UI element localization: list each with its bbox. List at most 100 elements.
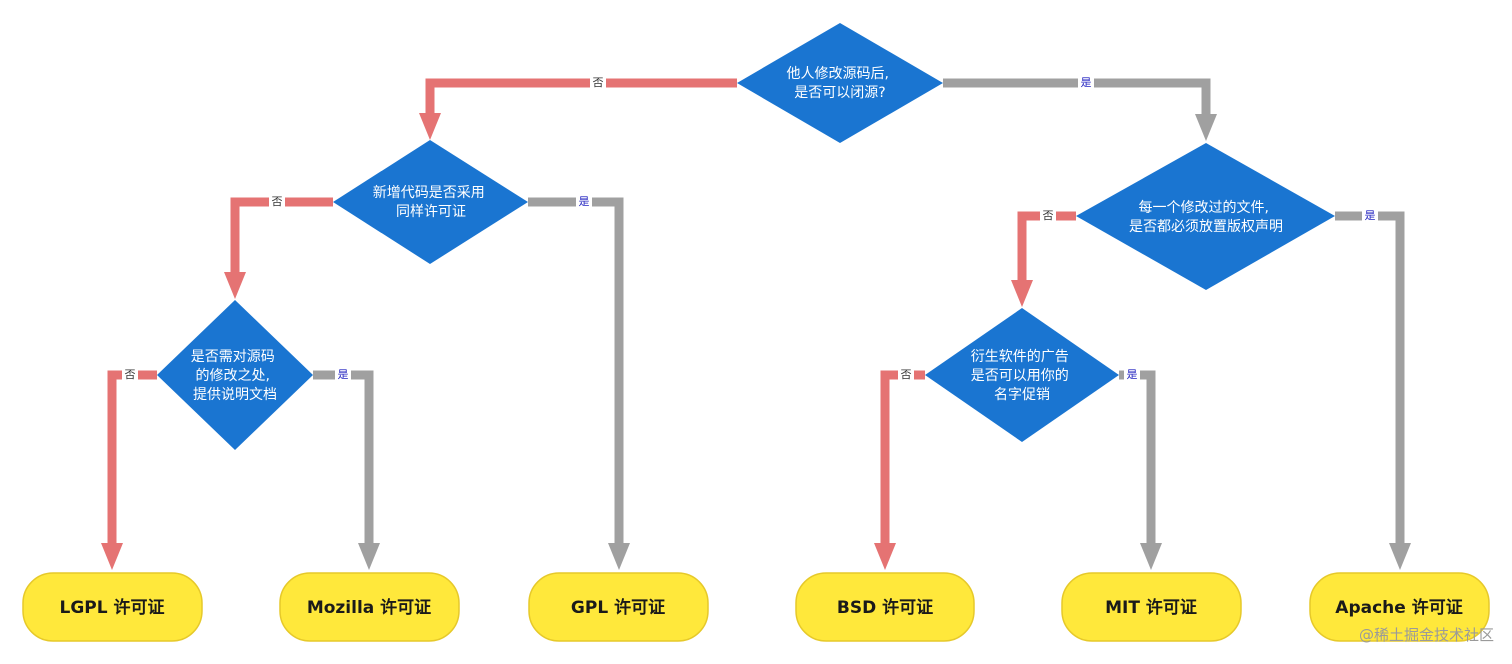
license-apache-label: Apache 许可证 <box>1335 597 1462 618</box>
decision-change-docs-line-3: 提供说明文档 <box>193 387 277 403</box>
watermark: @稀土掘金技术社区 <box>1359 626 1494 644</box>
edge-q3-no-label: 否 <box>1043 209 1054 222</box>
edge-q1-no-arrow <box>419 113 441 140</box>
edge-q3-yes-arrow <box>1389 543 1411 570</box>
edge-q2-no-arrow <box>224 272 246 299</box>
decision-closed-source[interactable]: 他人修改源码后, 是否可以闭源? <box>737 23 943 143</box>
edge-q1-yes: 是 <box>943 75 1217 141</box>
edge-q3-no: 否 <box>1011 208 1076 307</box>
edge-q1-yes-arrow <box>1195 114 1217 141</box>
license-mit-shape <box>1061 572 1242 642</box>
decision-copyright-notice-line-2: 是否都必须放置版权声明 <box>1129 219 1283 235</box>
edge-q5-yes-label-bg <box>1124 367 1140 381</box>
edge-q5-yes-label: 是 <box>1127 368 1138 381</box>
edge-q3-no-line <box>1017 211 1076 284</box>
edge-q5-no: 否 <box>874 367 925 570</box>
decision-same-license-line-1: 新增代码是否采用 <box>373 185 485 201</box>
edge-q2-yes-label-bg <box>576 194 592 208</box>
license-gpl-label: GPL 许可证 <box>571 597 665 618</box>
license-gpl-shape <box>528 572 709 642</box>
decision-name-promotion-line-3: 名字促销 <box>994 387 1050 403</box>
decision-same-license-shape <box>333 140 528 264</box>
license-gpl[interactable]: GPL 许可证 <box>528 572 709 642</box>
edge-q5-no-arrow <box>874 543 896 570</box>
edge-q5-no-line <box>880 370 925 547</box>
edge-q4-yes-label: 是 <box>338 368 349 381</box>
edge-q2-yes-arrow <box>608 543 630 570</box>
edge-q2-yes: 是 <box>528 194 630 570</box>
edge-q3-yes-label: 是 <box>1365 209 1376 222</box>
license-bsd[interactable]: BSD 许可证 <box>795 572 975 642</box>
edges: 否 是 否 是 否 <box>101 75 1411 570</box>
license-apache[interactable]: Apache 许可证 <box>1309 572 1490 642</box>
license-nodes: LGPL 许可证 Mozilla 许可证 GPL 许可证 BSD 许可证 MIT… <box>22 572 1490 642</box>
edge-q1-yes-label-bg <box>1078 75 1094 89</box>
decision-change-docs-line-1: 是否需对源码 <box>191 349 275 365</box>
decision-copyright-notice-text: 每一个修改过的文件, 是否都必须放置版权声明 <box>1129 200 1283 235</box>
license-mozilla-shape <box>279 572 460 642</box>
edge-q5-no-label-bg <box>898 367 914 381</box>
decision-name-promotion-line-2: 是否可以用你的 <box>971 368 1069 384</box>
edge-q4-no: 否 <box>101 367 157 570</box>
decision-change-docs-shape <box>157 300 313 450</box>
edge-q4-yes-line <box>313 370 374 547</box>
license-lgpl-label: LGPL 许可证 <box>60 597 165 618</box>
license-mit[interactable]: MIT 许可证 <box>1061 572 1242 642</box>
decision-change-docs[interactable]: 是否需对源码 的修改之处, 提供说明文档 <box>157 300 313 450</box>
decision-same-license-text: 新增代码是否采用 同样许可证 <box>373 185 489 220</box>
edge-q2-yes-label: 是 <box>579 195 590 208</box>
decision-name-promotion-line-1: 衍生软件的广告 <box>971 349 1069 365</box>
decision-closed-source-shape <box>737 23 943 143</box>
decision-change-docs-line-2: 的修改之处, <box>196 368 270 384</box>
edge-q1-no: 否 <box>419 75 737 140</box>
license-lgpl-shape <box>22 572 203 642</box>
edge-q3-yes: 是 <box>1335 208 1411 570</box>
edge-q2-no-label: 否 <box>272 195 283 208</box>
license-lgpl[interactable]: LGPL 许可证 <box>22 572 203 642</box>
decision-nodes: 他人修改源码后, 是否可以闭源? 新增代码是否采用 同样许可证 每一个修改过的文… <box>157 23 1335 450</box>
edge-q1-yes-line <box>943 78 1211 118</box>
edge-q4-no-line <box>107 370 157 547</box>
decision-closed-source-line-2: 是否可以闭源? <box>794 85 885 101</box>
edge-q3-yes-line <box>1335 211 1405 547</box>
decision-closed-source-text: 他人修改源码后, 是否可以闭源? <box>787 66 894 101</box>
edge-q1-no-label-bg <box>590 75 606 89</box>
decision-closed-source-line-1: 他人修改源码后, <box>787 66 889 82</box>
decision-copyright-notice-shape <box>1076 143 1335 290</box>
edge-q1-no-label: 否 <box>593 76 604 89</box>
license-bsd-shape <box>795 572 975 642</box>
edge-q4-yes: 是 <box>313 367 380 570</box>
license-mit-label: MIT 许可证 <box>1105 597 1197 618</box>
edge-q4-no-label: 否 <box>125 368 136 381</box>
decision-name-promotion-shape <box>925 308 1119 442</box>
license-apache-shape <box>1309 572 1490 642</box>
edge-q5-yes-line <box>1119 370 1156 547</box>
decision-change-docs-text: 是否需对源码 的修改之处, 提供说明文档 <box>191 349 279 403</box>
license-mozilla-label: Mozilla 许可证 <box>307 597 431 618</box>
edge-q4-yes-label-bg <box>335 367 351 381</box>
edge-q2-no-line <box>230 197 333 276</box>
edge-q1-yes-label: 是 <box>1081 76 1092 89</box>
decision-copyright-notice-line-1: 每一个修改过的文件, <box>1139 200 1269 216</box>
edge-q5-no-label: 否 <box>901 368 912 381</box>
decision-copyright-notice[interactable]: 每一个修改过的文件, 是否都必须放置版权声明 <box>1076 143 1335 290</box>
edge-q3-yes-label-bg <box>1362 208 1378 222</box>
decision-same-license-line-2: 同样许可证 <box>396 204 466 220</box>
edge-q2-yes-line <box>528 197 624 547</box>
edge-q2-no-label-bg <box>269 194 285 208</box>
edge-q5-yes-arrow <box>1140 543 1162 570</box>
edge-q3-no-arrow <box>1011 280 1033 307</box>
license-bsd-label: BSD 许可证 <box>837 597 933 618</box>
decision-same-license[interactable]: 新增代码是否采用 同样许可证 <box>333 140 528 264</box>
edge-q4-no-arrow <box>101 543 123 570</box>
edge-q2-no: 否 <box>224 194 333 299</box>
edge-q5-yes: 是 <box>1119 367 1162 570</box>
decision-name-promotion[interactable]: 衍生软件的广告 是否可以用你的 名字促销 <box>925 308 1119 442</box>
decision-name-promotion-text: 衍生软件的广告 是否可以用你的 名字促销 <box>971 349 1073 403</box>
edge-q4-no-label-bg <box>122 367 138 381</box>
edge-q3-no-label-bg <box>1040 208 1056 222</box>
edge-q4-yes-arrow <box>358 543 380 570</box>
edge-q1-no-line <box>425 78 737 117</box>
license-mozilla[interactable]: Mozilla 许可证 <box>279 572 460 642</box>
